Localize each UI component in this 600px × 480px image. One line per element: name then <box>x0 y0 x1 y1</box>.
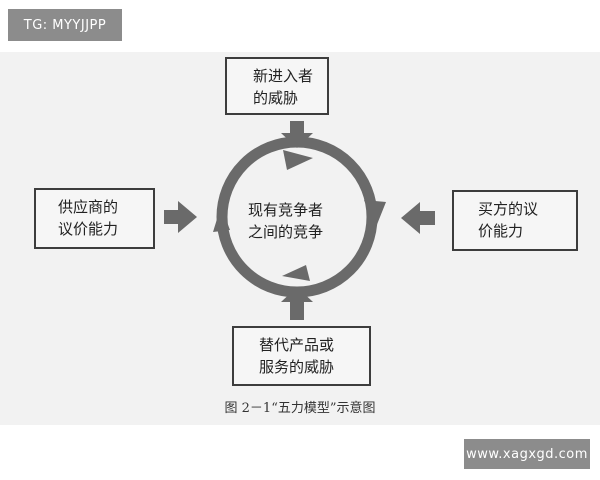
cycle-arrowhead-top <box>283 150 313 170</box>
node-label: 价能力 <box>478 222 524 240</box>
node-label: 替代产品或 <box>259 336 335 354</box>
node-label: 买方的议 <box>478 200 539 218</box>
node-label: 现有竞争者 <box>248 201 324 219</box>
node-label: 新进入者 <box>253 67 314 85</box>
cycle-arrowhead-right <box>364 200 386 227</box>
node-label: 服务的威胁 <box>259 358 335 376</box>
watermark-bottom: www.xagxgd.com <box>464 439 590 469</box>
cycle-arrowhead-bottom <box>282 265 310 281</box>
rivalry-label: 现有竞争者 之间的竞争 <box>248 199 358 243</box>
node-label: 的威胁 <box>253 89 299 107</box>
arrow-from-right <box>401 202 435 234</box>
arrow-from-left <box>164 201 197 233</box>
threat-of-new-entrants-box: 新进入者 的威胁 <box>225 57 329 115</box>
node-label: 之间的竞争 <box>248 223 324 241</box>
arrow-from-top <box>281 121 313 148</box>
supplier-power-box: 供应商的 议价能力 <box>34 188 155 249</box>
watermark-top: TG: MYYJJPP <box>8 9 122 41</box>
figure-caption: 图 2－1“五力模型”示意图 <box>224 401 376 416</box>
buyer-power-box: 买方的议 价能力 <box>452 190 578 251</box>
cycle-arrowhead-left <box>213 206 230 232</box>
threat-of-substitutes-box: 替代产品或 服务的威胁 <box>232 326 371 386</box>
node-label: 供应商的 <box>58 198 119 216</box>
node-label: 议价能力 <box>58 220 119 238</box>
arrow-from-bottom <box>281 287 313 320</box>
